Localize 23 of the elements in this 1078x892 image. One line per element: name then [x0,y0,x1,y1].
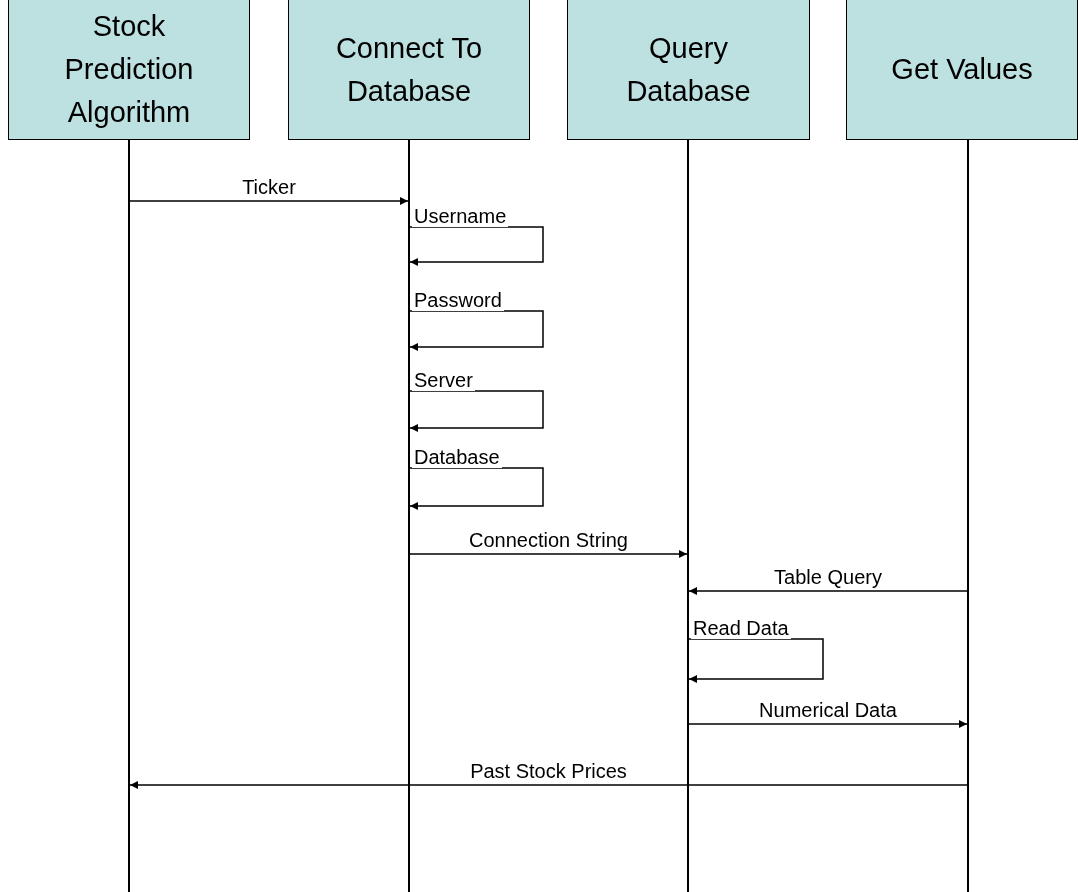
lifeline-header-box: Query Database [567,0,810,140]
lifeline-header-box: Connect To Database [288,0,530,140]
lifeline [967,140,969,892]
lifeline [408,140,410,892]
message-arrow [409,310,544,351]
message-label: Password [412,289,504,311]
message-arrow [688,720,968,728]
lifeline-header-box: Get Values [846,0,1078,140]
message-arrow [409,467,544,510]
message-arrow [129,781,968,789]
lifeline [128,140,130,892]
message-label: Connection String [467,529,630,551]
message-label: Database [412,446,502,468]
message-label: Table Query [772,566,884,588]
message-arrow [409,226,544,266]
message-label: Read Data [691,617,791,639]
message-arrow [688,587,968,595]
message-arrow [688,638,824,683]
message-arrow [409,390,544,432]
lifeline-header-box: Stock Prediction Algorithm [8,0,250,140]
message-arrow [129,197,409,205]
lifeline [687,140,689,892]
message-arrow [409,550,688,558]
